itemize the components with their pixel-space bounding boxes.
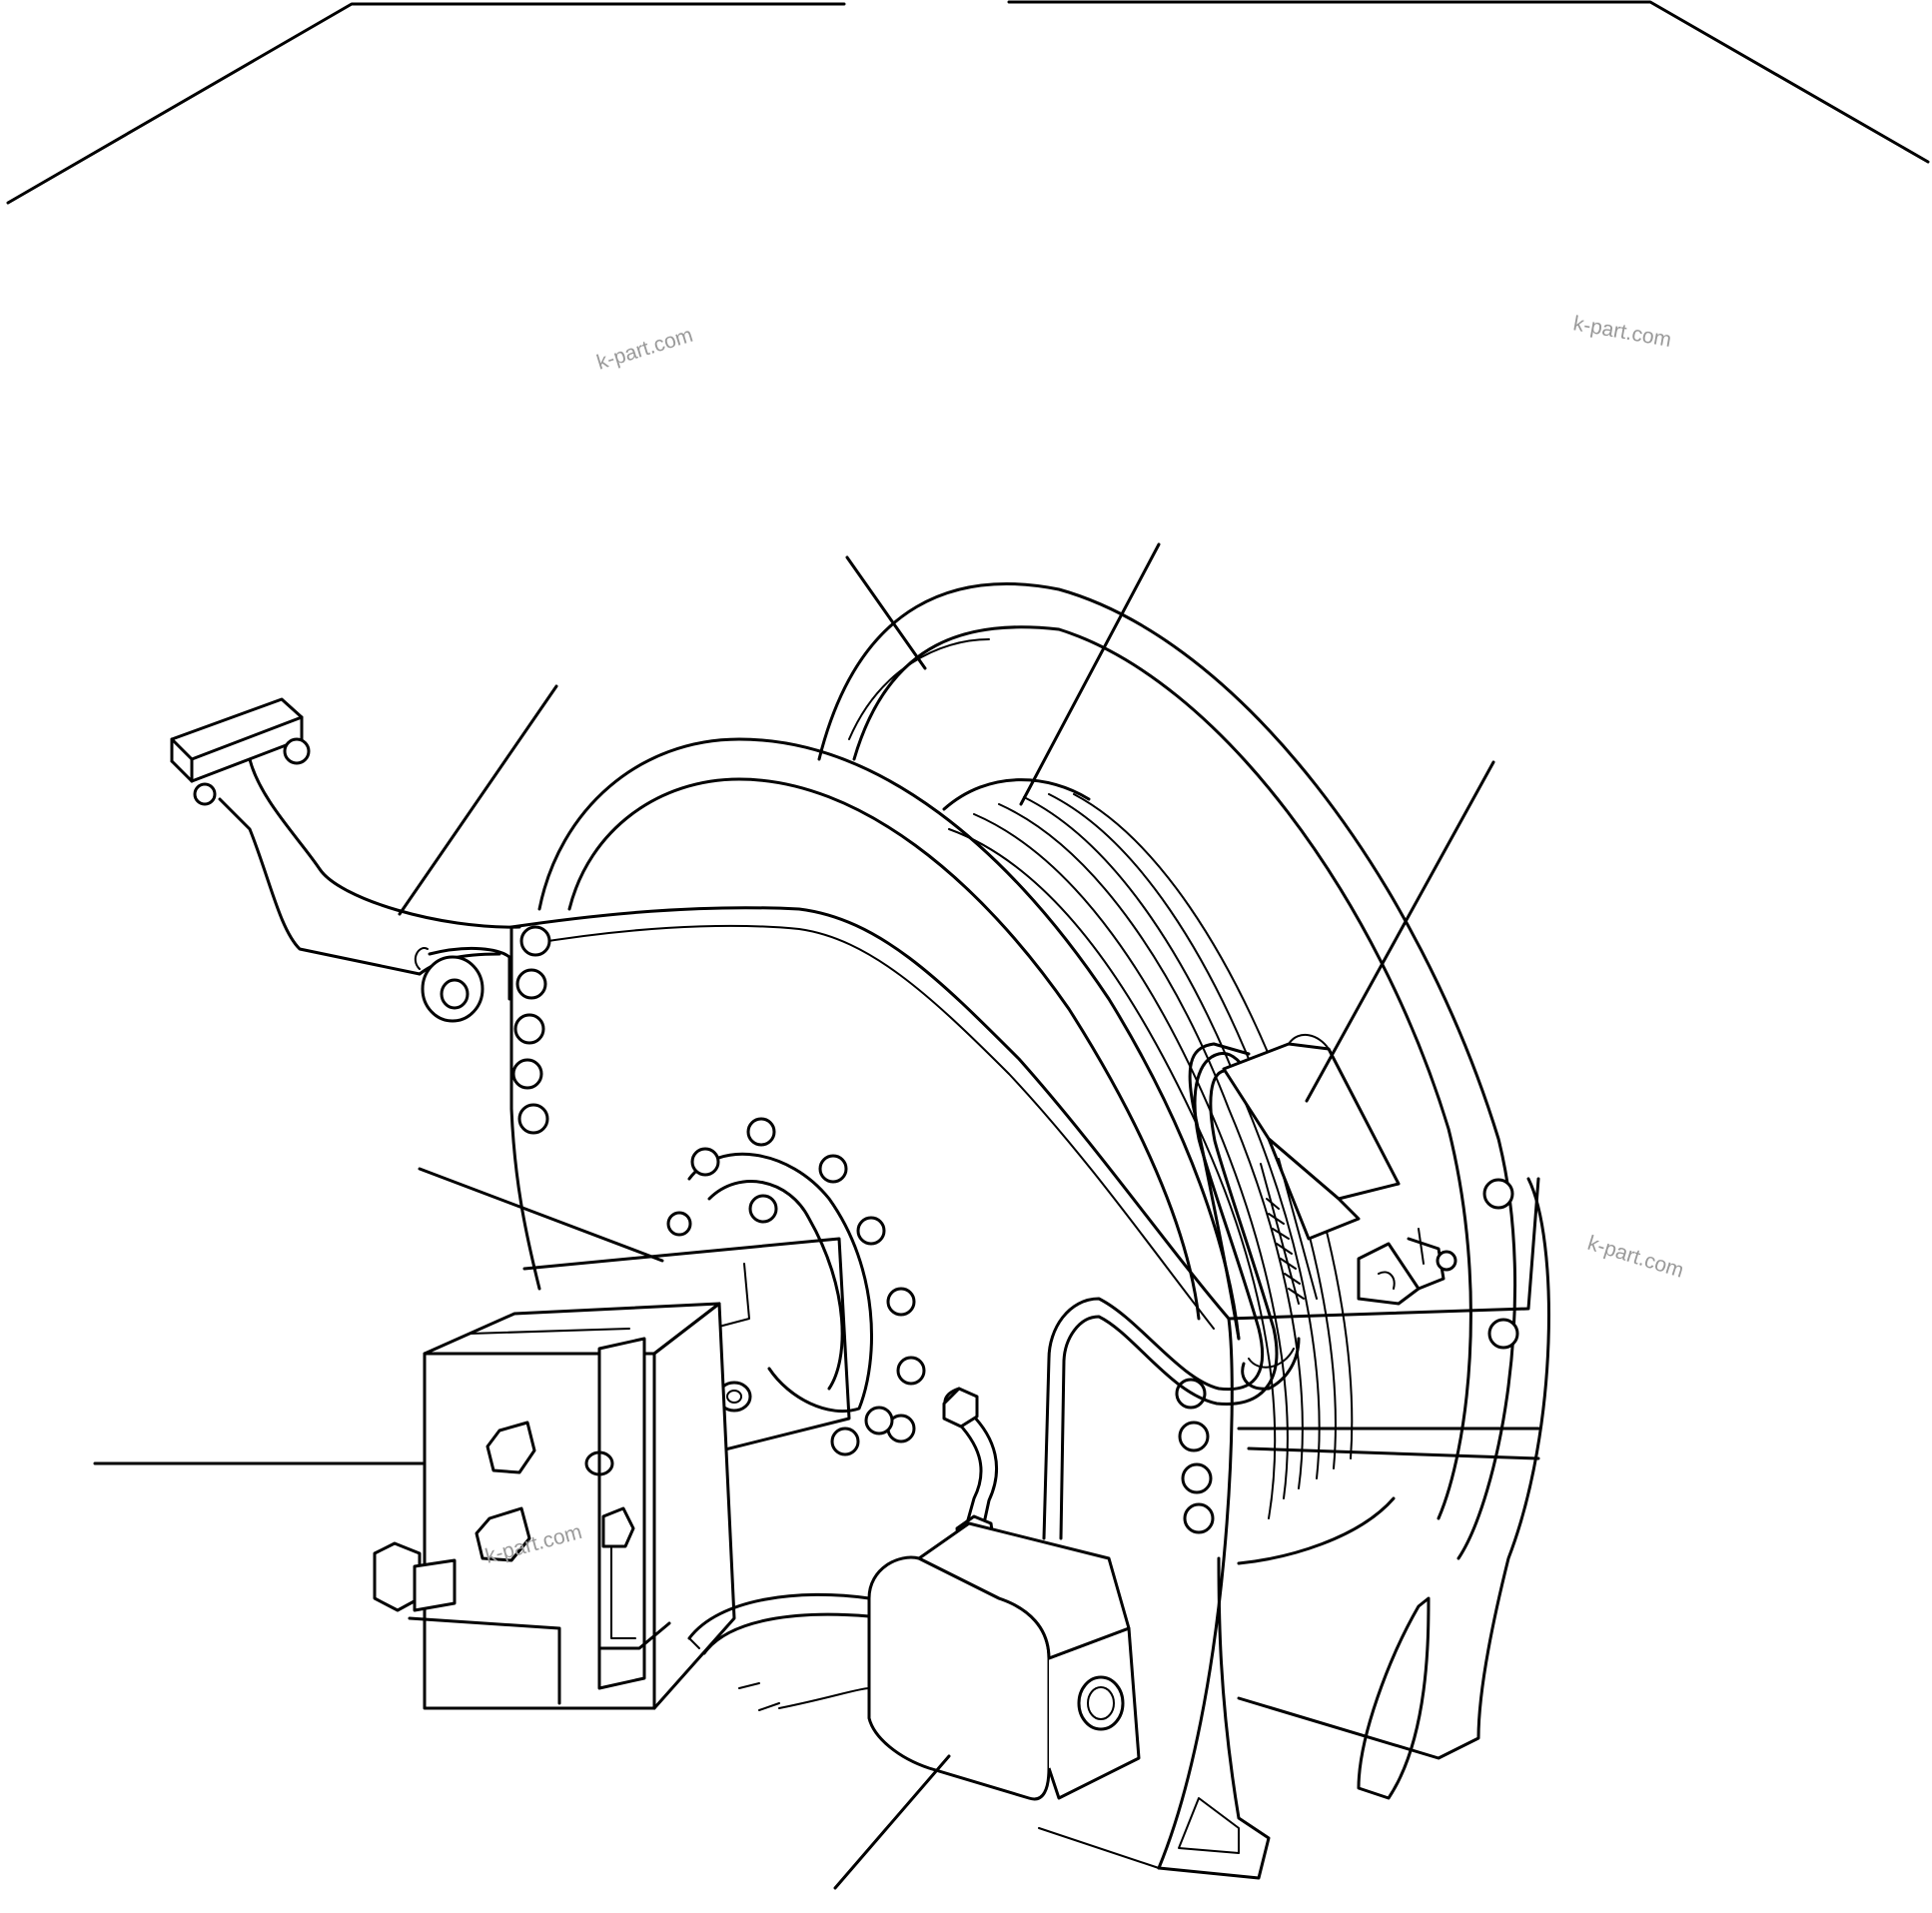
leader-spring-unit [1305, 760, 1495, 1103]
side-frame-plate [509, 906, 1550, 1870]
hoses [942, 1052, 1301, 1603]
top-frame-outline [6, 0, 1930, 205]
junction-box [687, 1521, 1141, 1801]
frame-bolts [511, 925, 1519, 1534]
watermark-mid-right: k-part.com [1585, 1232, 1687, 1283]
leader-lines [93, 542, 1495, 1890]
leader-motor-housing [418, 1167, 664, 1263]
leader-junction-box [833, 1754, 951, 1890]
watermark-top-left: k-part.com [594, 324, 696, 375]
watermark-top-right: k-part.com [1571, 312, 1673, 352]
leader-outer-flange [845, 555, 927, 670]
spring-unit [1188, 1034, 1457, 1341]
leader-pedal-arm [398, 684, 558, 916]
front-reel-flange [537, 737, 1241, 1341]
valve-block [373, 1302, 736, 1710]
rear-reel-flange [817, 582, 1517, 1560]
base-foot [1038, 1556, 1271, 1880]
motor-housing [522, 1117, 926, 1470]
leader-drum [1019, 542, 1161, 806]
pedal-arm [170, 697, 521, 1023]
